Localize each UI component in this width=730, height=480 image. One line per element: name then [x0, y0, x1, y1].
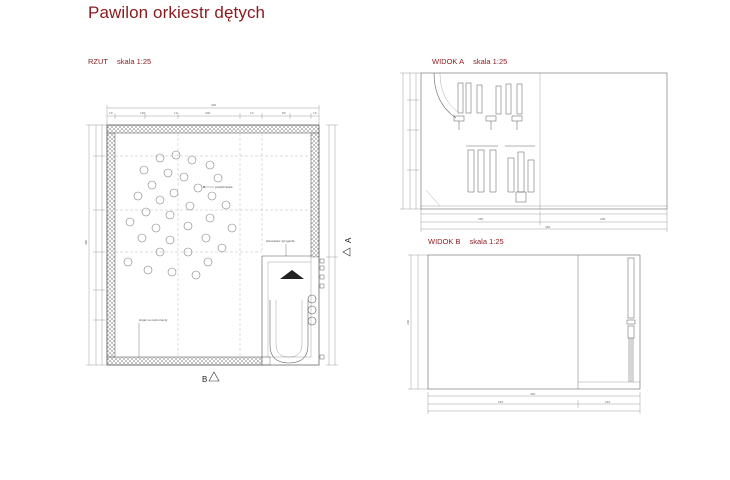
marker-a-triangle-icon: [342, 247, 351, 257]
svg-text:240: 240: [478, 217, 484, 221]
conductor-platform-edge: [261, 255, 311, 357]
plan-left-border: [106, 132, 116, 358]
svg-text:440: 440: [545, 225, 551, 229]
view-a-frame: [420, 72, 668, 210]
view-b-dimensions-left: 240: [406, 254, 428, 390]
view-b-drawing: 240 440 210 210: [406, 254, 641, 414]
marker-b-label: B: [202, 375, 207, 384]
svg-text:200: 200: [205, 111, 211, 115]
view-a-lower-instruments: [466, 145, 535, 203]
conductor-annotation: stanowisko dyrygenta: [266, 239, 295, 243]
view-b-scale: skala 1:25: [469, 237, 504, 246]
view-a-upper-instruments: [453, 82, 523, 130]
page-title: Pawilon orkiestr dętych: [88, 3, 266, 22]
marker-a-label: A: [344, 237, 353, 243]
svg-text:10: 10: [174, 111, 178, 115]
instrument-stand-circles: [307, 294, 317, 326]
view-a-name: WIDOK A: [432, 57, 465, 66]
svg-text:240: 240: [406, 319, 410, 325]
plan-stage-floor: [114, 132, 312, 358]
view-a-dimensions-left: [400, 72, 421, 210]
plan-bollards: [319, 258, 325, 360]
view-b-frame: [427, 254, 641, 390]
plan-right-border: [310, 132, 320, 258]
svg-text:200: 200: [600, 217, 606, 221]
plan-label: RZUT skala 1:25: [88, 57, 151, 66]
svg-text:210: 210: [605, 400, 611, 404]
view-a-dimensions-bottom: 440 240 200: [420, 209, 668, 232]
svg-text:440: 440: [530, 392, 536, 396]
view-b-dimensions-bottom: 440 210 210: [427, 392, 641, 414]
svg-text:210: 210: [498, 400, 504, 404]
plan-grid-lines: [115, 133, 311, 357]
plan-name: RZUT: [88, 57, 108, 66]
svg-text:10: 10: [313, 111, 317, 115]
conductor-rail: [269, 300, 309, 364]
plan-top-total: 440: [211, 103, 217, 107]
view-a-label: WIDOK A skala 1:25: [432, 57, 507, 66]
plan-dimensions-left: 480: [84, 124, 107, 366]
view-b-label: WIDOK B skala 1:25: [428, 237, 504, 246]
instruments-annotation: stojak na instrumenty: [139, 318, 168, 322]
view-b-post: [626, 257, 636, 382]
chairs-annotation: pulpit/krzesla: [215, 185, 233, 189]
musician-chairs: [123, 150, 237, 280]
plan-drawing: pulpit/krzesla stanowisko dyrygenta stoj…: [84, 103, 353, 384]
view-b-name: WIDOK B: [428, 237, 461, 246]
svg-text:10: 10: [109, 111, 113, 115]
marker-b-triangle-icon: [208, 371, 220, 382]
view-a-drawing: 440 240 200: [400, 72, 668, 232]
plan-dimensions-top: 440 10 120 10 200 10 80 10: [106, 103, 320, 125]
plan-left-total: 480: [84, 239, 88, 245]
plan-scale: skala 1:25: [117, 57, 152, 66]
plan-dimensions-right: [326, 124, 338, 366]
conductor-arrow-icon: [280, 270, 304, 279]
plan-bottom-border: [106, 356, 263, 366]
view-a-arch: [433, 72, 457, 119]
svg-text:80: 80: [282, 111, 286, 115]
view-a-scale: skala 1:25: [473, 57, 508, 66]
svg-text:120: 120: [140, 111, 146, 115]
svg-text:10: 10: [250, 111, 254, 115]
plan-top-border: [106, 124, 320, 134]
